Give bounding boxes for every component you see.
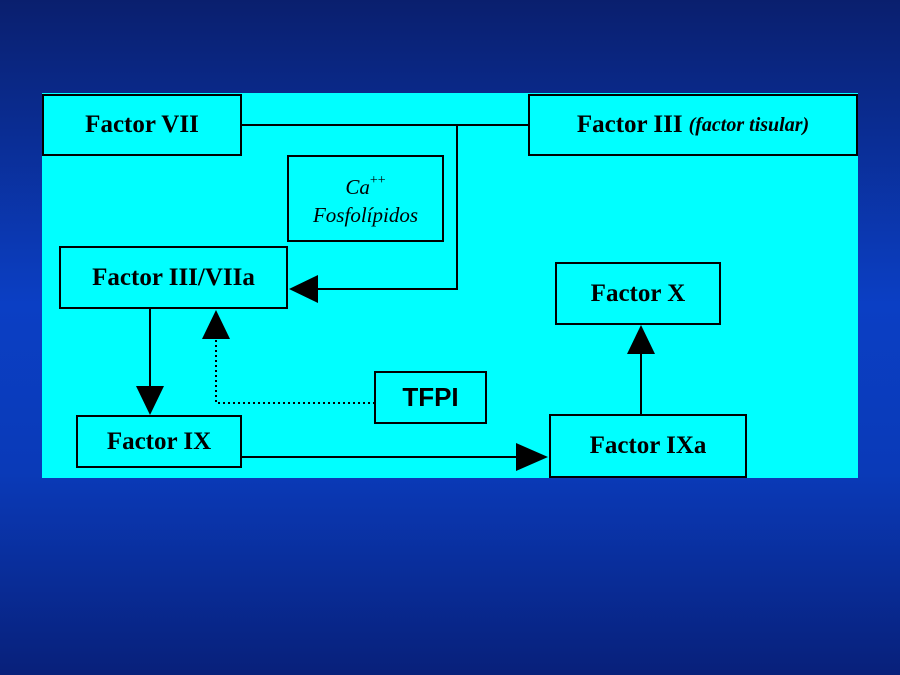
calcium-label: Ca++: [345, 172, 386, 199]
edge-junction-to-iii-viia: [315, 125, 458, 290]
arrowhead-to-ixa: [516, 443, 548, 471]
factor-vii-label: Factor VII: [85, 111, 199, 138]
calcium-charge: ++: [369, 172, 386, 188]
cofactors-node: Ca++ Fosfolípidos: [287, 155, 444, 242]
arrowhead-tfpi-to-iii-viia: [202, 310, 230, 339]
factor-iii-node: Factor III (factor tisular): [528, 94, 858, 156]
factor-iii-note: (factor tisular): [688, 113, 810, 136]
factor-iii-viia-label: Factor III/VIIa: [92, 263, 255, 291]
factor-vii-node: Factor VII: [42, 94, 242, 156]
arrowhead-to-iii-viia: [289, 275, 318, 303]
arrowhead-to-x: [627, 325, 655, 354]
factor-iii-viia-node: Factor III/VIIa: [59, 246, 288, 309]
factor-ix-label: Factor IX: [106, 427, 212, 455]
factor-ixa-label: Factor IXa: [589, 432, 707, 459]
factor-iii-label: Factor III: [576, 111, 683, 138]
factor-ix-node: Factor IX: [76, 415, 242, 468]
factor-ixa-node: Factor IXa: [549, 414, 747, 478]
edge-tfpi-inhibition: [215, 340, 375, 404]
tfpi-node: TFPI: [374, 371, 487, 424]
phospholipids-label: Fosfolípidos: [312, 202, 418, 227]
factor-x-node: Factor X: [555, 262, 721, 325]
arrowhead-to-ix: [136, 386, 164, 415]
tfpi-label: TFPI: [402, 382, 459, 412]
factor-x-label: Factor X: [590, 279, 686, 307]
